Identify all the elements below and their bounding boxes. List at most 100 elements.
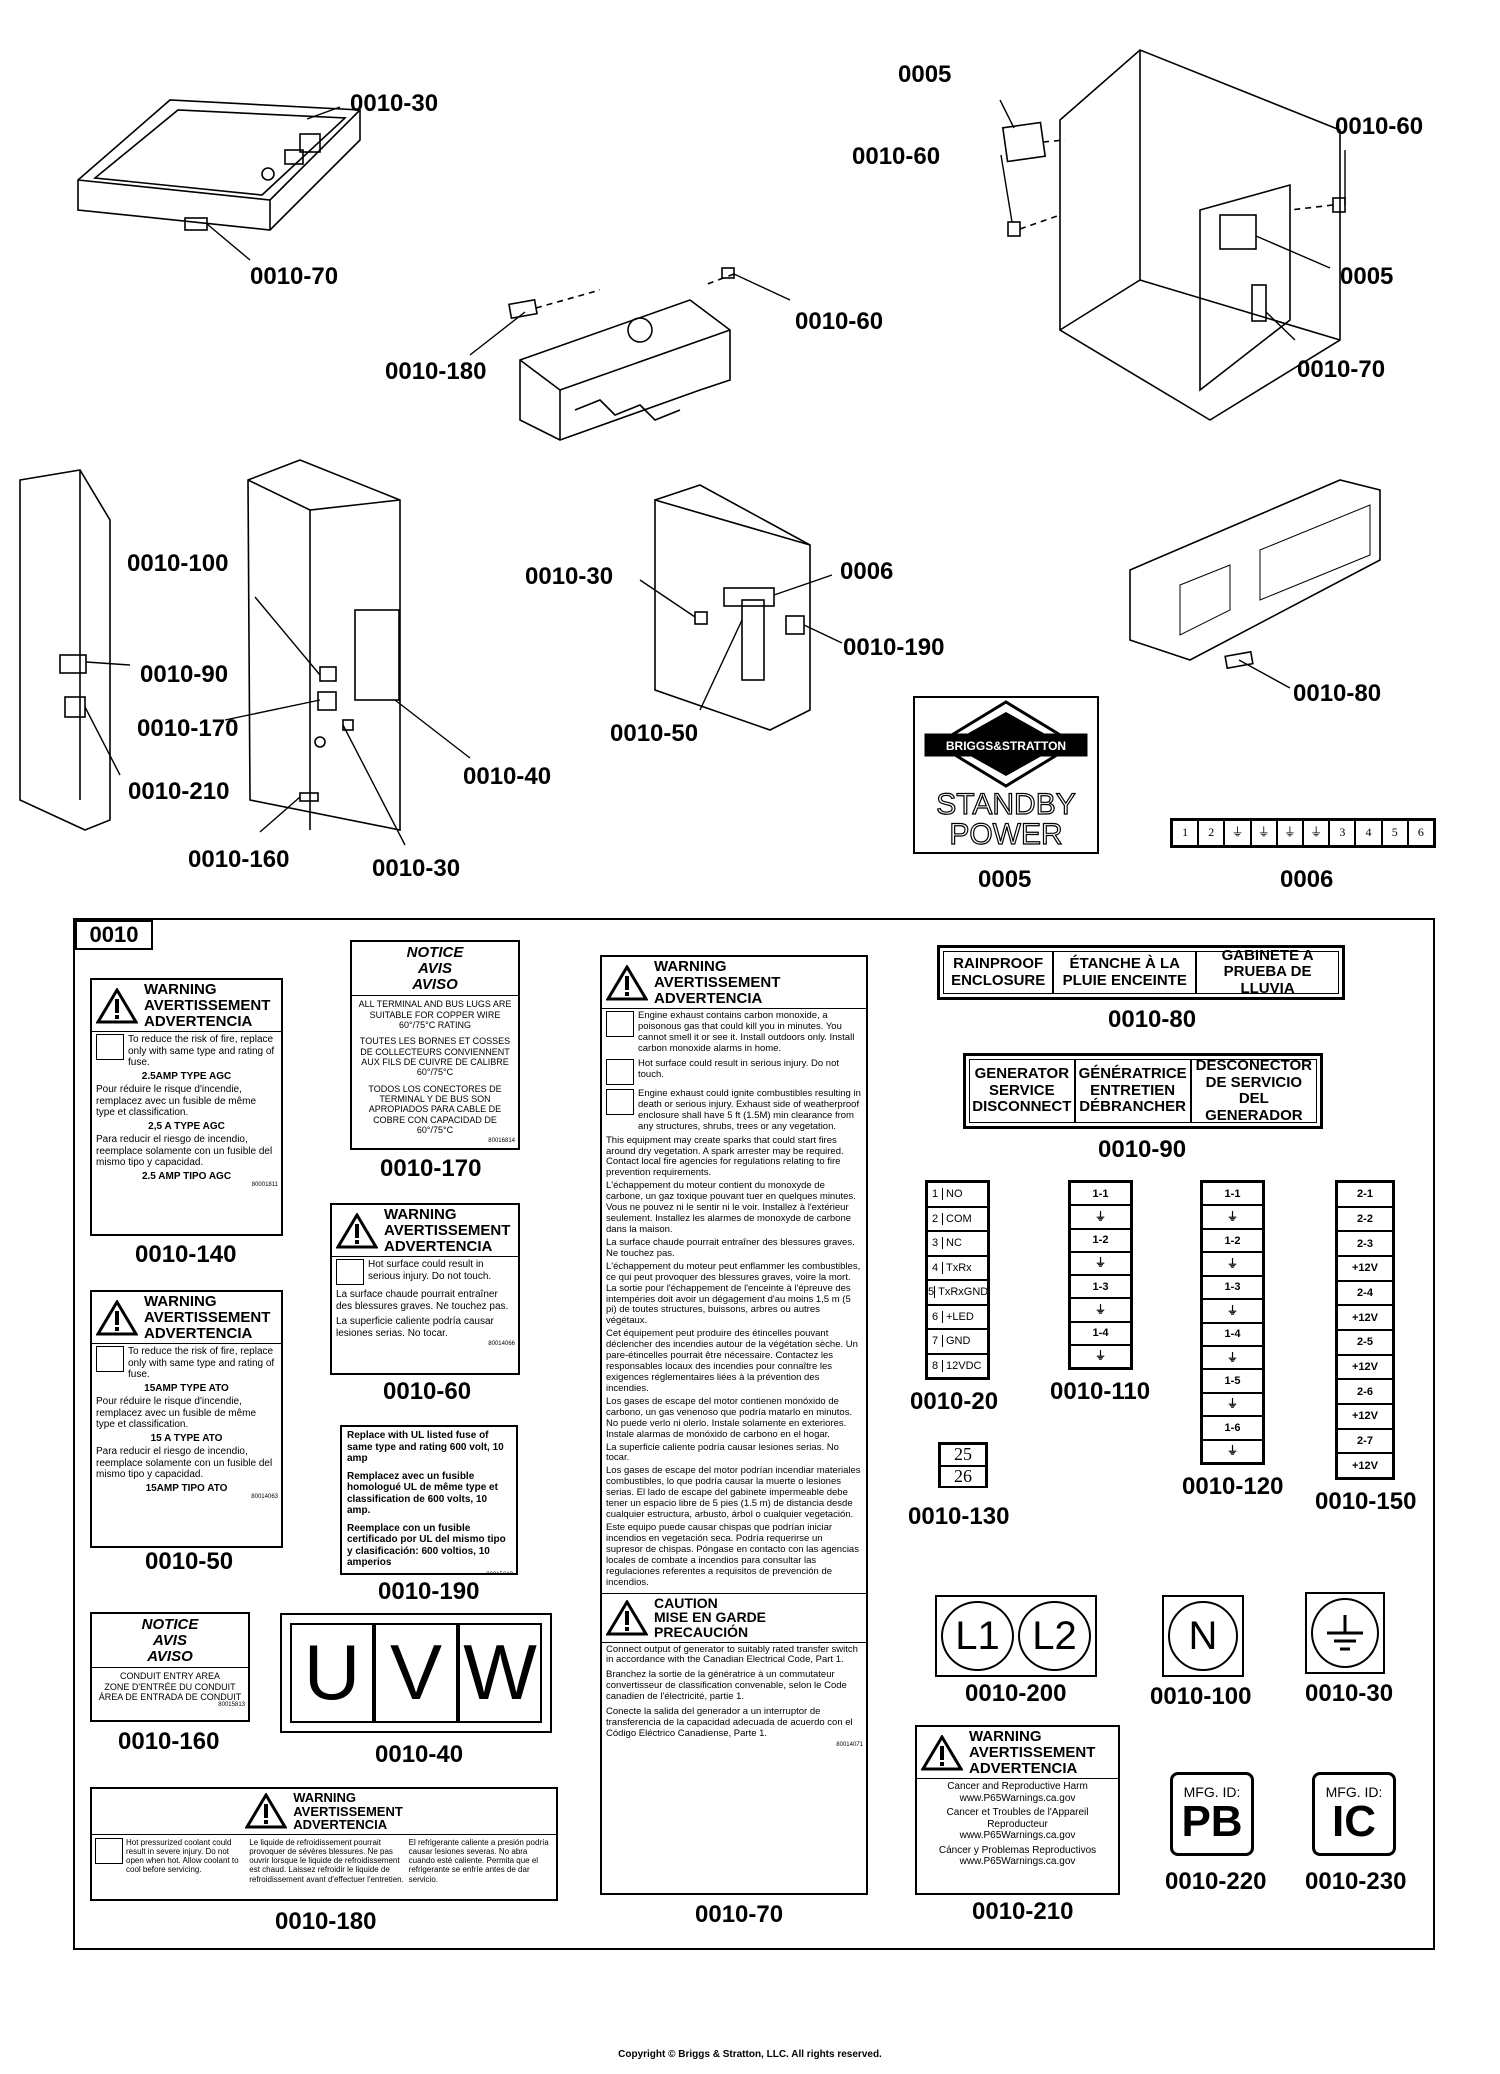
warning-triangle-icon <box>96 987 138 1024</box>
strip-cell: 2-2 <box>1337 1206 1393 1232</box>
callout-0010-70: 0010-70 <box>250 263 339 290</box>
terminal-cell: ⏚ <box>1303 820 1330 846</box>
terminal-cell: 4 <box>1355 820 1382 846</box>
strip-cell: ⏚ <box>1070 1251 1131 1275</box>
terminal-name: GND <box>946 1335 971 1348</box>
logo-line2: POWER <box>949 818 1062 851</box>
logo-bowtie-icon: BRIGGS&STRATTON STANDBY POWER <box>924 700 1088 852</box>
neutral-n: N <box>1168 1601 1238 1671</box>
strip-cell: 1-6 <box>1202 1416 1263 1440</box>
strip-cell: 1-3 <box>1070 1275 1131 1299</box>
line-l1: L1 <box>941 1601 1014 1671</box>
terminal-cell: ⏚ <box>1276 820 1304 846</box>
callout-0006: 0006 <box>840 558 894 585</box>
caption-0010-90: 0010-90 <box>1098 1136 1187 1163</box>
caption-0010-130: 0010-130 <box>908 1503 1010 1530</box>
caption-0010-190: 0010-190 <box>378 1578 480 1605</box>
caption-0010-200: 0010-200 <box>965 1680 1067 1707</box>
callout-0010-160: 0010-160 <box>188 846 290 873</box>
label-0010-40: U V W <box>280 1613 552 1733</box>
caption-0010-220: 0010-220 <box>1165 1868 1267 1895</box>
caption-0010-210: 0010-210 <box>972 1898 1074 1925</box>
label-0010-130: 25 26 <box>938 1442 988 1488</box>
caution-triangle-icon <box>606 1599 648 1636</box>
strip-cell: 2-6 <box>1337 1379 1393 1405</box>
fire-icon <box>96 1034 124 1061</box>
terminal-row: 6+LED <box>927 1304 988 1329</box>
callout-0010-180: 0010-180 <box>385 358 487 385</box>
strip-cell: 1-1 <box>1202 1182 1263 1206</box>
terminal-cell: 3 <box>1329 820 1356 846</box>
kit-0010-title: 0010 <box>75 920 153 950</box>
callout-0010-80: 0010-80 <box>1293 680 1382 707</box>
ground-icon <box>1311 1598 1379 1668</box>
caption-0010-140: 0010-140 <box>135 1241 237 1268</box>
terminal-number: 2 <box>928 1212 943 1225</box>
terminal-number: 8 <box>928 1359 943 1372</box>
caption-0010-70: 0010-70 <box>695 1901 784 1928</box>
label-0010-190: Replace with UL listed fuse of same type… <box>340 1425 518 1575</box>
caption-0010-40: 0010-40 <box>375 1741 464 1768</box>
label-0010-120: 1-1⏚1-2⏚1-3⏚1-4⏚1-5⏚1-6⏚ <box>1200 1180 1265 1465</box>
strip-cell: 1-5 <box>1202 1369 1263 1393</box>
phase-u: U <box>290 1623 374 1723</box>
callout-0005: 0005 <box>898 61 952 88</box>
strip-cell: ⏚ <box>1070 1205 1131 1229</box>
caption-0010-160: 0010-160 <box>118 1728 220 1755</box>
hot-surface-icon <box>606 1058 634 1085</box>
caption-0010-80: 0010-80 <box>1108 1006 1197 1033</box>
terminal-name: TxRxGND <box>938 1286 989 1299</box>
strip-cell: 2-3 <box>1337 1231 1393 1257</box>
warning-triangle-icon <box>606 964 648 1001</box>
strip-cell: ⏚ <box>1202 1439 1263 1464</box>
logo-brand-text: BRIGGS&STRATTON <box>946 739 1066 753</box>
strip-cell: 1-1 <box>1070 1182 1131 1206</box>
callout-0010-60-b: 0010-60 <box>1335 113 1424 140</box>
callout-0005-b: 0005 <box>1340 263 1394 290</box>
callout-0010-70-b: 0010-70 <box>1297 356 1386 383</box>
strip-cell: +12V <box>1337 1404 1393 1429</box>
callout-0010-30-c: 0010-30 <box>525 563 614 590</box>
hot-surface-icon <box>336 1259 364 1286</box>
strip-cell: 1-2 <box>1202 1228 1263 1253</box>
label-0010-80: RAINPROOF ENCLOSURE ÉTANCHE À LA PLUIE E… <box>937 945 1345 1000</box>
terminal-cell: 5 <box>1381 820 1408 846</box>
terminal-number: 6 <box>928 1310 943 1323</box>
callout-0010-60: 0010-60 <box>852 143 941 170</box>
strip-cell: 2-7 <box>1337 1428 1393 1454</box>
label-0010-110: 1-1⏚1-2⏚1-3⏚1-4⏚ <box>1068 1180 1133 1370</box>
strip-cell: 1-3 <box>1202 1275 1263 1300</box>
caption-0010-60: 0010-60 <box>383 1378 472 1405</box>
kit-0010-frame <box>73 918 1435 1950</box>
caption-0010-50: 0010-50 <box>145 1548 234 1575</box>
caption-0010-230: 0010-230 <box>1305 1868 1407 1895</box>
terminal-name: NC <box>946 1237 962 1250</box>
strip-cell: 1-4 <box>1070 1321 1131 1345</box>
terminal-cell: 6 <box>1407 820 1435 846</box>
fire-icon <box>96 1346 124 1373</box>
caption-0010-110: 0010-110 <box>1050 1378 1151 1405</box>
strip-cell: ⏚ <box>1202 1299 1263 1323</box>
callout-0010-100: 0010-100 <box>127 550 229 577</box>
label-0010-230: MFG. ID: IC <box>1312 1772 1396 1856</box>
strip-cell: ⏚ <box>1202 1345 1263 1370</box>
strip-cell: ⏚ <box>1202 1205 1263 1229</box>
briggs-stratton-logo: BRIGGS&STRATTON STANDBY POWER <box>913 696 1099 854</box>
strip-cell: ⏚ <box>1070 1344 1131 1368</box>
strip-cell: +12V <box>1337 1256 1393 1281</box>
terminal-number: 5 <box>928 1286 936 1299</box>
label-0010-220: MFG. ID: PB <box>1170 1772 1254 1856</box>
caption-0010-180: 0010-180 <box>275 1908 377 1935</box>
